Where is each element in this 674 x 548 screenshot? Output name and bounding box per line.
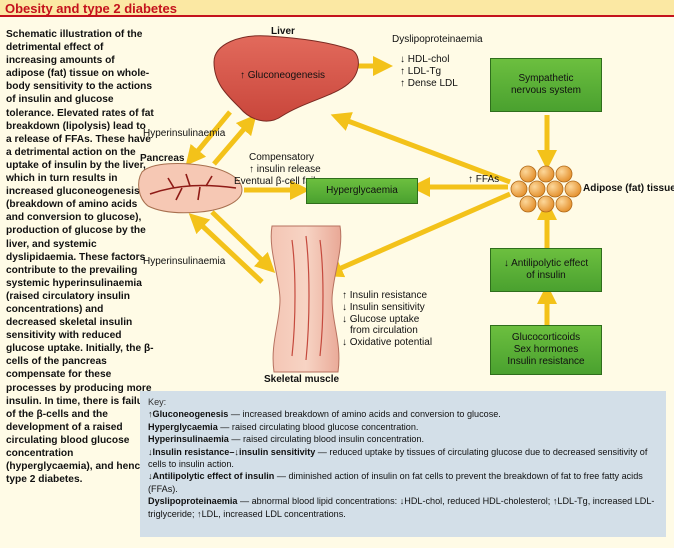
eventual-failure-label: Eventual β-cell failure [234,176,330,187]
muscle-effect-sensitivity: ↓ Insulin sensitivity [342,302,425,313]
dyslip-item-dense: ↑ Dense LDL [400,78,458,89]
hyperglycaemia-label: Hyperglycaemia [326,185,398,196]
key-row-hyperinsulinaemia: Hyperinsulinaemia — raised circulating b… [148,434,424,445]
dyslip-item-ldltg: ↑ LDL-Tg [400,66,442,77]
liver-shape [213,35,359,122]
glucocorticoids-label: Glucocorticoids [511,332,581,343]
muscle-effect-oxidative: ↓ Oxidative potential [342,337,433,348]
hyperinsulinaemia-bottom: Hyperinsulinaemia [143,256,226,267]
muscle-fibres [291,235,324,361]
intro-text: Schematic illustration of the detrimenta… [6,29,154,486]
hyperglycaemia-box: Hyperglycaemia [306,178,418,204]
key-panel: Key: ↑Gluconeogenesis — increased breakd… [140,391,666,537]
arrow-liver-to-pancreas [185,110,232,166]
flow-arrows [185,56,557,325]
adipose-label: Adipose (fat) tissue [583,183,674,194]
arrow-muscle-to-pancreas [188,213,264,284]
muscle-effect-resistance: ↑ Insulin resistance [342,290,428,301]
dyslip-title: Dyslipoproteinaemia [392,34,483,45]
sympathetic-box: Sympathetic nervous system [490,58,602,112]
key-heading: Key: [148,397,167,407]
dyslip-item-hdl: ↓ HDL-chol [400,54,450,65]
insulin-release-label: ↑ insulin release [249,164,321,175]
page-title: Obesity and type 2 diabetes [5,1,177,16]
glucocorticoids-box: Glucocorticoids Sex hormones Insulin res… [490,325,602,375]
arrow-pancreas-to-liver [212,114,257,166]
antilipolytic-box: ↓ Antilipolytic effect of insulin [490,248,602,292]
muscle-shape [270,225,342,373]
muscle-effect-from-circulation: from circulation [350,325,418,336]
arrow-adipose-to-muscle [322,191,512,278]
key-row-antilipolytic: ↓Antilipolytic effect of insulin — dimin… [148,471,643,494]
key-row-gluconeogenesis: ↑Gluconeogenesis — increased breakdown o… [148,409,501,420]
skeletal-muscle-label: Skeletal muscle [264,374,340,385]
liver-label: Liver [271,26,295,37]
sympathetic-label: Sympathetic nervous system [510,73,582,96]
ffas-label: ↑ FFAs [468,174,500,185]
insulin-resistance-label: Insulin resistance [507,356,585,367]
antilipolytic-label: ↓ Antilipolytic effect of insulin [503,258,589,281]
gluconeogenesis-label: ↑ Gluconeogenesis [240,70,326,81]
key-row-insulin-resistance: ↓Insulin resistance–↓insulin sensitivity… [148,446,648,470]
muscle-effect-glucose-uptake: ↓ Glucose uptake [342,314,420,325]
arrow-adipose-to-liver [330,112,511,185]
header-bar: Obesity and type 2 diabetes [0,0,674,17]
compensatory-label: Compensatory [249,152,315,163]
sex-hormones-label: Sex hormones [513,344,579,355]
pancreas-label: Pancreas [140,153,185,164]
key-row-dyslipoproteinaemia: Dyslipoproteinaemia — abnormal blood lip… [148,496,655,519]
adipose-cells [510,165,582,213]
pancreas-duct [149,173,237,201]
pancreas-shape [138,163,243,214]
key-row-hyperglycaemia: Hyperglycaemia — raised circulating bloo… [148,421,419,432]
arrow-pancreas-to-muscle [210,210,276,273]
hyperinsulinaemia-top: Hyperinsulinaemia [143,128,226,139]
